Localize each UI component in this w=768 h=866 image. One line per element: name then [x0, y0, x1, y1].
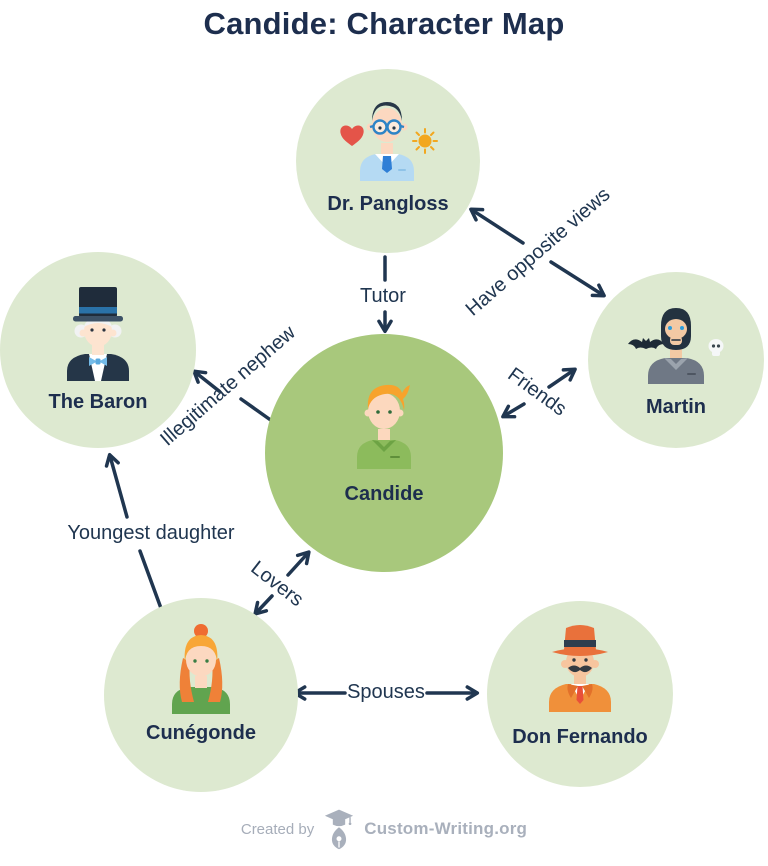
relationship-label-friends: Friends: [503, 363, 571, 421]
character-node-baron: The Baron: [0, 252, 196, 448]
footer: Created by Custom-Writing.org: [0, 804, 768, 854]
sun-icon: [412, 128, 438, 154]
created-by-text: Created by: [240, 820, 315, 838]
glasses-icon: [369, 119, 405, 135]
node-label: The Baron: [48, 391, 148, 413]
skull-icon: [708, 339, 724, 356]
character-node-candide: Candide: [265, 334, 503, 572]
top-hat-icon: [73, 287, 123, 322]
man-glasses-heart-sun-avatar: [340, 102, 438, 181]
woman-orange-hair-avatar: [172, 624, 230, 714]
brand-text: Custom-Writing.org: [364, 819, 528, 838]
character-node-cunegonde: Cunégonde: [104, 598, 298, 792]
bow-tie-icon: [89, 357, 107, 366]
bearded-man-bat-skull-avatar: [628, 308, 724, 384]
page-title: Candide: Character Map: [203, 6, 565, 41]
sun-hat-icon: [552, 625, 608, 656]
character-node-fernando: Don Fernando: [487, 601, 673, 787]
man-top-hat-avatar: [67, 287, 129, 381]
relationship-label-spouses: Spouses: [347, 681, 425, 703]
relationship-label-tutor: Tutor: [360, 285, 406, 307]
mustache-icon: [568, 665, 592, 673]
heart-icon: [340, 125, 364, 146]
character-node-martin: Martin: [588, 272, 764, 448]
node-label: Cunégonde: [146, 722, 256, 744]
relationship-label-opposite-views: Have opposite views: [461, 183, 615, 321]
node-label: Don Fernando: [512, 726, 648, 748]
man-hat-mustache-avatar: [549, 625, 611, 712]
graduation-cap-pen-icon: [325, 809, 354, 850]
bat-icon: [628, 338, 664, 349]
node-label: Martin: [646, 396, 706, 418]
relationship-label-lovers: Lovers: [246, 556, 308, 612]
node-label: Dr. Pangloss: [327, 193, 449, 215]
node-label: Candide: [344, 483, 424, 505]
relationship-label-youngest-daughter: Youngest daughter: [67, 522, 235, 544]
young-man-orange-hair-avatar: [357, 384, 411, 469]
character-node-pangloss: Dr. Pangloss: [296, 69, 480, 253]
